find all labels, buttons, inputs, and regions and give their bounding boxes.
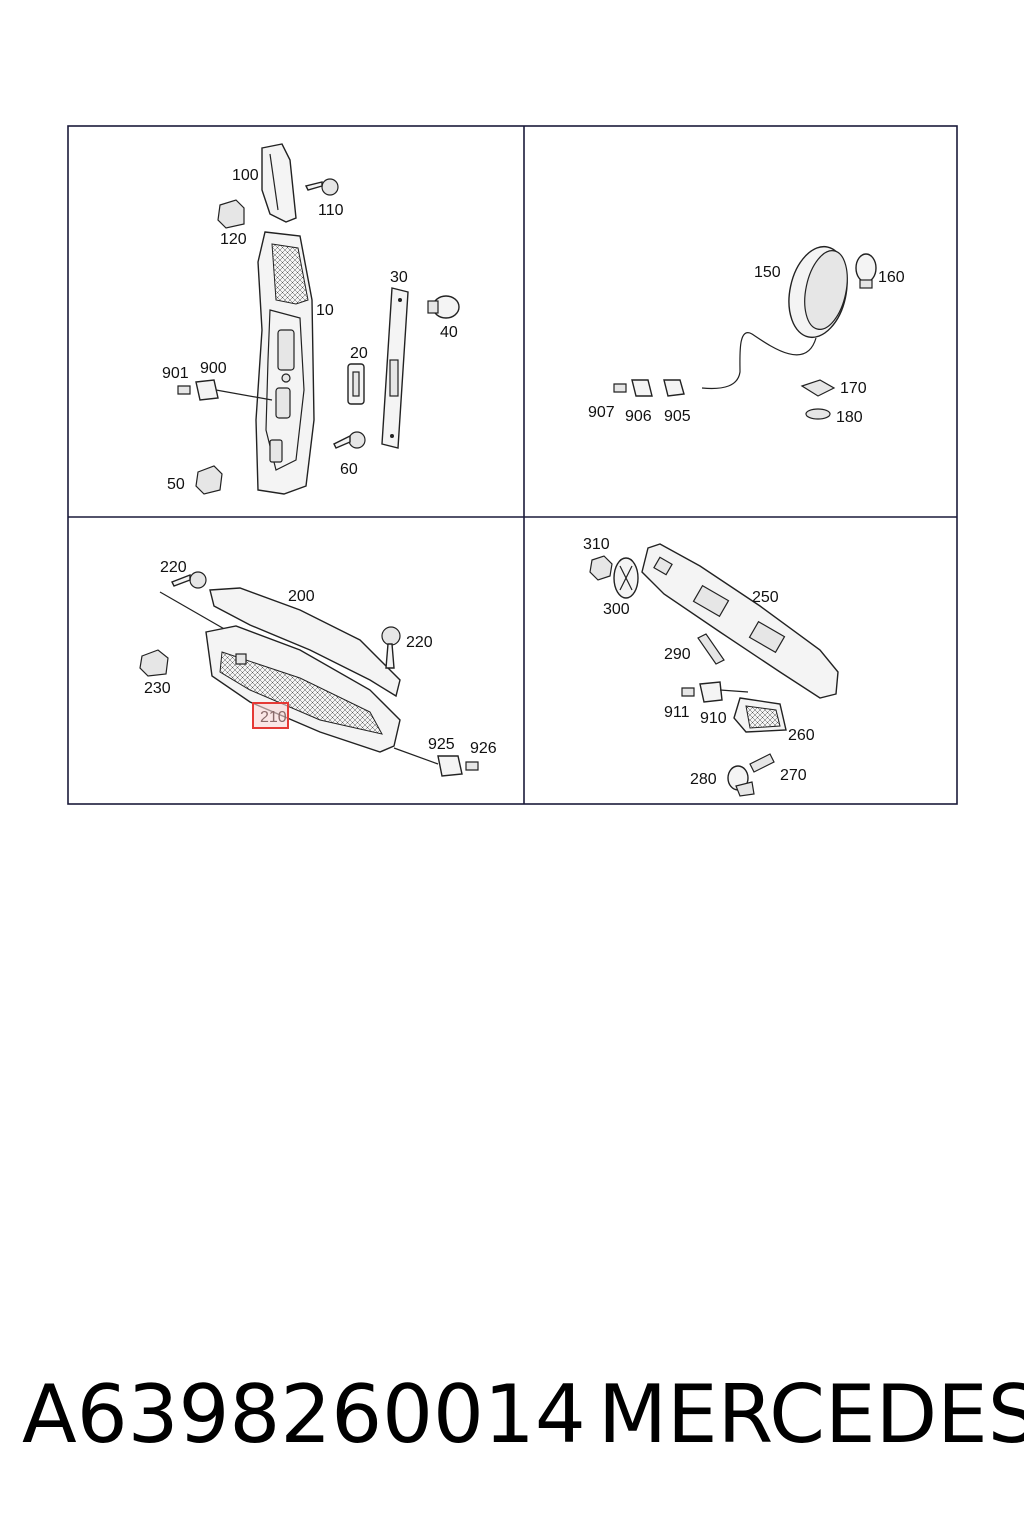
- label-230: 230: [144, 680, 171, 697]
- label-900: 900: [200, 360, 227, 377]
- label-250: 250: [752, 589, 779, 606]
- panel-handle: 310 300 250 290 911 910 260 270 280: [583, 536, 839, 797]
- label-200: 200: [288, 588, 315, 605]
- label-905: 905: [664, 408, 691, 425]
- parts-diagram: 100 110 120 30 10 40 20 901 900 60 50 15…: [67, 125, 958, 805]
- part-926-pin: [465, 761, 479, 771]
- part-110-screw: [304, 178, 339, 196]
- label-100: 100: [232, 167, 259, 184]
- part-200-cover: [209, 587, 401, 698]
- part-925-connector: [437, 755, 463, 777]
- label-120: 120: [220, 231, 247, 248]
- label-180: 180: [836, 409, 863, 426]
- label-260: 260: [788, 727, 815, 744]
- part-number: A6398260014: [22, 1368, 586, 1461]
- diagram-frame: [67, 125, 958, 805]
- part-100-shape: [261, 143, 297, 223]
- part-230-nut: [139, 649, 169, 677]
- label-210: 210: [260, 709, 287, 726]
- label-10: 10: [316, 302, 334, 319]
- part-180-washer: [805, 408, 831, 420]
- part-310-nut: [589, 555, 613, 581]
- label-220-left: 220: [160, 559, 187, 576]
- highlight-box-210: [252, 702, 289, 729]
- part-280-socket: [727, 765, 755, 797]
- part-150-lamp: [701, 245, 848, 390]
- label-290: 290: [664, 646, 691, 663]
- label-50: 50: [167, 476, 185, 493]
- part-290-rod: [697, 633, 725, 665]
- label-170: 170: [840, 380, 867, 397]
- label-160: 160: [878, 269, 905, 286]
- brand-name: MERCEDES: [598, 1368, 1024, 1461]
- part-900-connector: [195, 379, 273, 401]
- label-901: 901: [162, 365, 189, 382]
- label-907: 907: [588, 404, 615, 421]
- part-220-screw-right: [381, 626, 401, 669]
- part-160-bulb: [855, 253, 877, 289]
- panel-round-lamp: 150 160 170 180 907 906 905: [588, 245, 905, 426]
- part-10-lens: [271, 243, 309, 305]
- label-60: 60: [340, 461, 358, 478]
- part-270-bulb: [749, 753, 775, 773]
- label-20: 20: [350, 345, 368, 362]
- label-270: 270: [780, 767, 807, 784]
- part-901-pin: [177, 385, 191, 395]
- label-110: 110: [318, 202, 344, 219]
- part-50-nut: [195, 465, 223, 495]
- part-906-connector: [631, 379, 653, 397]
- label-220-right: 220: [406, 634, 433, 651]
- part-40-bulb: [427, 295, 460, 319]
- label-40: 40: [440, 324, 458, 341]
- part-905-connector: [663, 379, 685, 397]
- part-907-pin: [613, 383, 627, 393]
- label-30: 30: [390, 269, 408, 286]
- part-220-screw-left: [171, 571, 207, 589]
- part-120-nut: [217, 199, 245, 229]
- label-310: 310: [583, 536, 610, 553]
- part-910-connector: [699, 681, 723, 703]
- panel-tail-lamp: 100 110 120 30 10 40 20 901 900 60 50: [162, 143, 460, 495]
- label-925: 925: [428, 736, 455, 753]
- label-911: 911: [664, 704, 690, 721]
- label-926: 926: [470, 740, 497, 757]
- label-150: 150: [754, 264, 781, 281]
- label-910: 910: [700, 710, 727, 727]
- part-911-pin: [681, 687, 695, 697]
- label-300: 300: [603, 601, 630, 618]
- panel-brake-light: 220 200 220 230 210 925 926: [139, 559, 497, 777]
- part-170-nut: [800, 379, 836, 397]
- label-906: 906: [625, 408, 652, 425]
- footer-caption: A6398260014 MERCEDES: [22, 1368, 1024, 1478]
- label-280: 280: [690, 771, 717, 788]
- part-250-handle: [641, 543, 839, 699]
- part-60-screw: [333, 431, 366, 449]
